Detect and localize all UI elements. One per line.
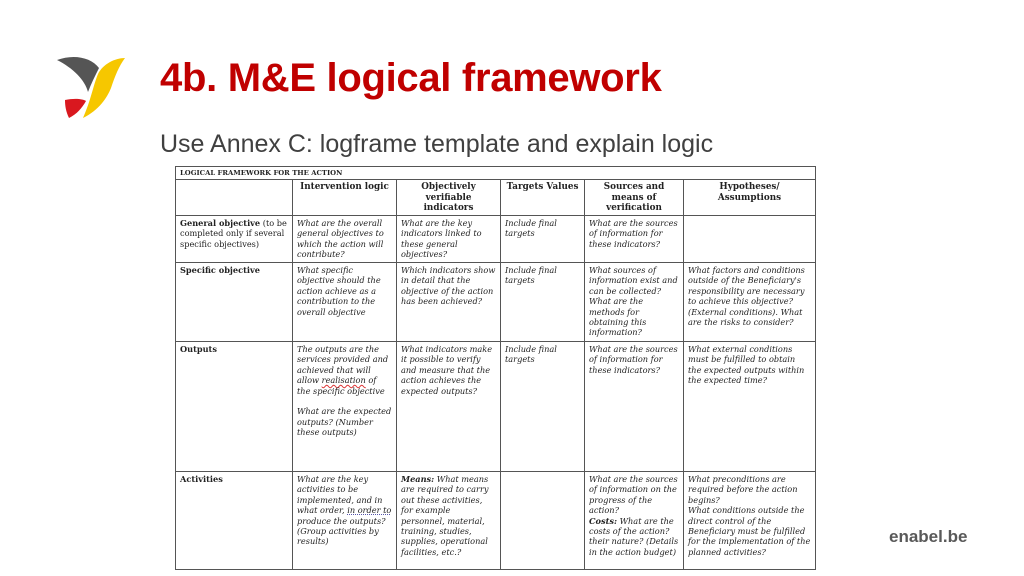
cell-intervention-logic: What specific objective should the actio… bbox=[292, 262, 397, 343]
cell-indicators: Which indicators show in detail that the… bbox=[396, 262, 501, 343]
header-empty bbox=[175, 179, 293, 217]
brand-url: enabel.be bbox=[889, 527, 968, 546]
header-indicators: Objectively verifiable indicators bbox=[396, 179, 501, 217]
header-intervention-logic: Intervention logic bbox=[292, 179, 397, 217]
table-header-row: Intervention logic Objectively verifiabl… bbox=[175, 179, 817, 217]
row-label: Activities bbox=[175, 471, 293, 571]
cell-indicators: What indicators make it possible to veri… bbox=[396, 341, 501, 473]
cell-assumptions bbox=[682, 215, 817, 264]
slide-title: 4b. M&E logical framework bbox=[160, 56, 662, 100]
logframe-table: LOGICAL FRAMEWORK FOR THE ACTION Interve… bbox=[174, 165, 817, 571]
cell-assumptions: What factors and conditions outside of t… bbox=[682, 262, 817, 343]
table-row-activities: Activities What are the key activities t… bbox=[175, 471, 817, 571]
cell-intervention-logic: What are the overall general objectives … bbox=[292, 215, 397, 264]
cell-intervention-logic: The outputs are the services provided an… bbox=[292, 341, 397, 473]
cell-targets: Include final targets bbox=[500, 262, 585, 343]
row-label: Outputs bbox=[175, 341, 293, 473]
enabel-bird-logo-icon bbox=[57, 56, 125, 118]
grammar-check-phrase: in order to bbox=[347, 505, 392, 516]
slide-subtitle: Use Annex C: logframe template and expla… bbox=[160, 130, 714, 158]
cell-indicators: What are the key indicators linked to th… bbox=[396, 215, 501, 264]
table-row-specific-objective: Specific objective What specific objecti… bbox=[175, 262, 817, 343]
row-label: General objective (to be completed only … bbox=[175, 215, 293, 264]
cell-intervention-logic: What are the key activities to be implem… bbox=[292, 471, 397, 571]
cell-sources: What are the sources of information for … bbox=[584, 215, 684, 264]
table-caption: LOGICAL FRAMEWORK FOR THE ACTION bbox=[174, 165, 817, 181]
cell-sources: What are the sources of information for … bbox=[584, 341, 684, 473]
cell-sources: What are the sources of information on t… bbox=[584, 471, 684, 571]
header-targets: Targets Values bbox=[500, 179, 585, 217]
table-caption-row: LOGICAL FRAMEWORK FOR THE ACTION bbox=[174, 165, 817, 181]
table-row-general-objective: General objective (to be completed only … bbox=[175, 215, 817, 264]
cell-sources: What sources of information exist and ca… bbox=[584, 262, 684, 343]
cell-targets bbox=[500, 471, 585, 571]
table-row-outputs: Outputs The outputs are the services pro… bbox=[175, 341, 817, 473]
cell-targets: Include final targets bbox=[500, 341, 585, 473]
cell-targets: Include final targets bbox=[500, 215, 585, 264]
spellcheck-word: realisation bbox=[321, 375, 366, 386]
cell-indicators: Means: What means are required to carry … bbox=[396, 471, 501, 571]
row-label: Specific objective bbox=[175, 262, 293, 343]
cell-assumptions: What external conditions must be fulfill… bbox=[682, 341, 817, 473]
cell-assumptions: What preconditions are required before t… bbox=[682, 471, 817, 571]
header-sources: Sources and means of verification bbox=[584, 179, 684, 217]
header-assumptions: Hypotheses/ Assumptions bbox=[682, 179, 817, 217]
